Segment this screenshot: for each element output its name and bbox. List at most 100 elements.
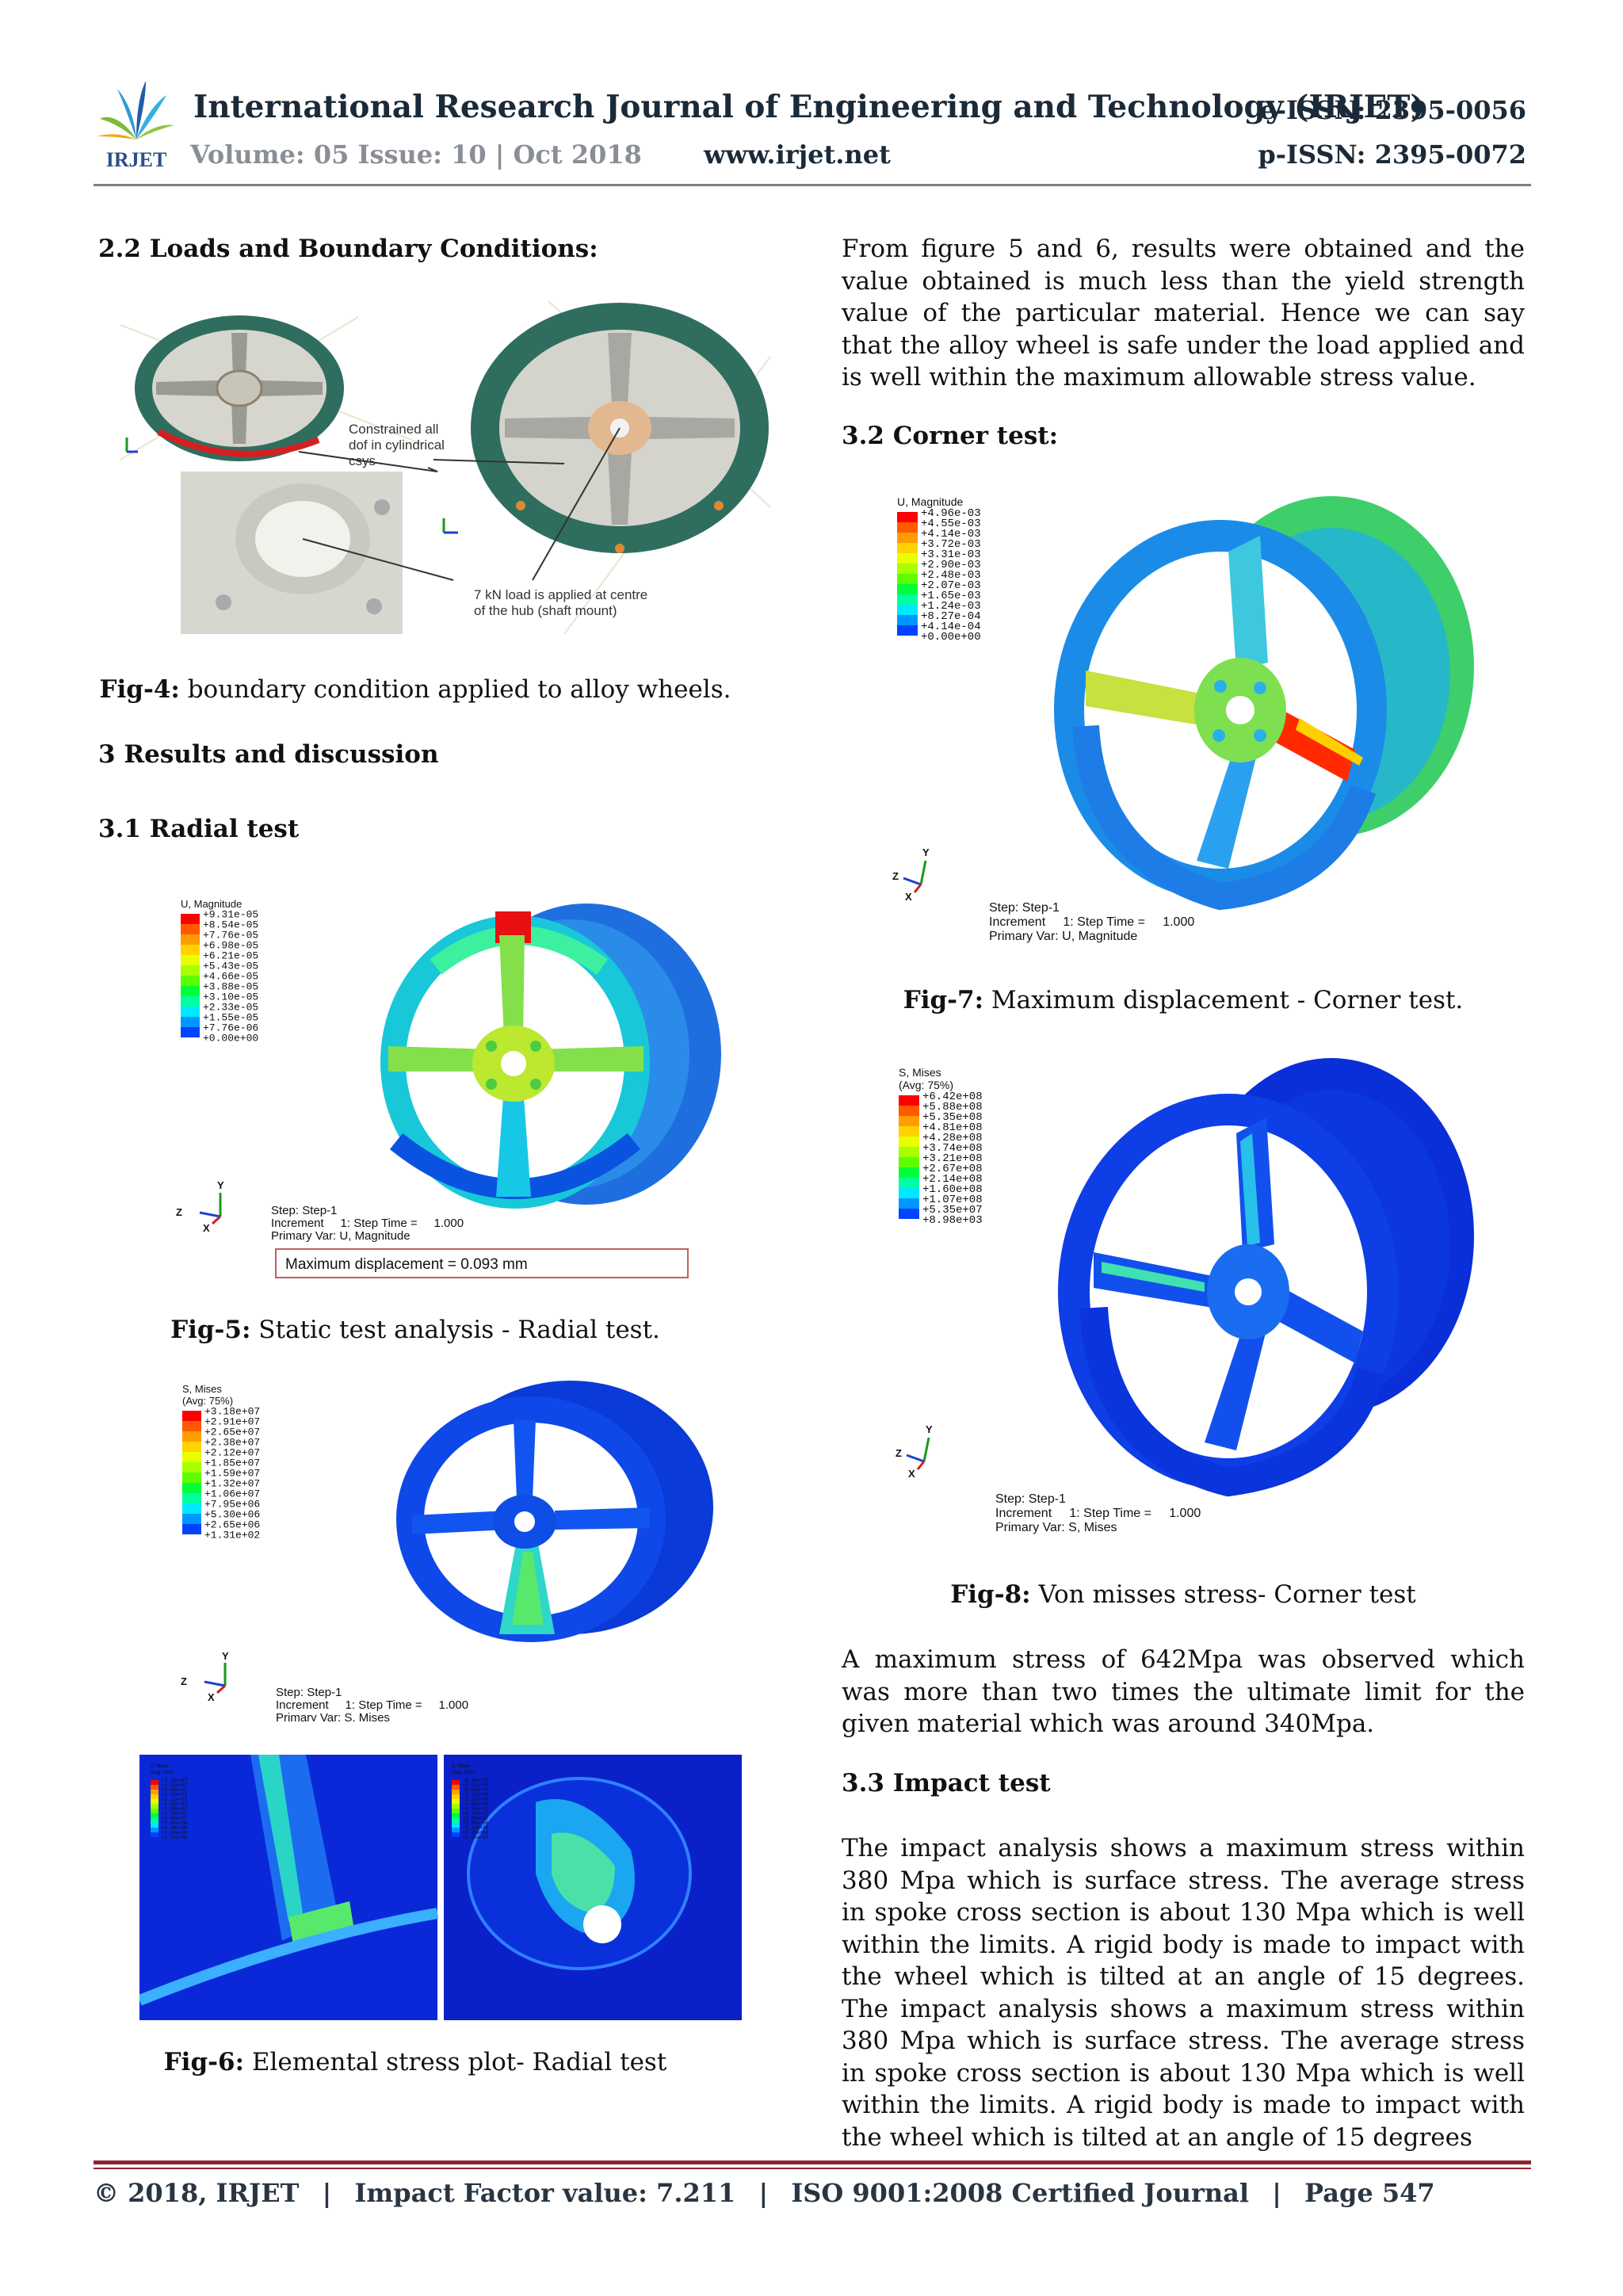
footer-divider-thin bbox=[94, 2168, 1531, 2169]
fig6-closeup-legend-swatch bbox=[151, 1809, 158, 1813]
fig5-legend-swatch bbox=[181, 934, 200, 945]
fig6-closeup-legend-swatch bbox=[151, 1794, 158, 1799]
fig5-legend-value: +9.31e-05 bbox=[203, 909, 258, 921]
footer-divider-thick bbox=[94, 2160, 1531, 2164]
fig6-axis-x: X bbox=[208, 1691, 215, 1703]
fig5-legend-value: +0.00e+00 bbox=[203, 1033, 258, 1045]
fig6-closeup-legend-value: +3.18e+07 bbox=[162, 1778, 188, 1783]
fig6-legend-value: +7.95e+06 bbox=[204, 1499, 260, 1511]
paragraph-corner-stress: A maximum stress of 642Mpa was observed … bbox=[842, 1645, 1525, 1738]
fig6-closeup-legend-2: S, Mises(Avg: 75%)+3.18e+07+2.91e+07+2.6… bbox=[452, 1764, 489, 1840]
fig6-closeup-legend-value: +7.95e+06 bbox=[162, 1820, 188, 1826]
section-heading-3-3: 3.3 Impact test bbox=[842, 1769, 1051, 1797]
fig6-closeup-legend-swatch bbox=[151, 1799, 158, 1804]
fig7-axis-y: Y bbox=[922, 846, 930, 858]
fig5-legend-value: +3.10e-05 bbox=[203, 991, 258, 1003]
fig6-closeup-legend-swatch bbox=[151, 1818, 158, 1823]
fig8-step-line-3: Primary Var: S, Mises bbox=[995, 1521, 1117, 1534]
fig4-boundary-image: Constrained all dof in cylindrical csys … bbox=[120, 301, 778, 634]
fig7-legend-value: +0.00e+00 bbox=[921, 631, 981, 644]
fig8-legend-value: +3.74e+08 bbox=[922, 1142, 983, 1155]
fig7-legend-swatch bbox=[897, 553, 918, 563]
fig6-legend-value: +3.18e+07 bbox=[204, 1406, 260, 1418]
fig5-legend-value: +8.54e-05 bbox=[203, 919, 258, 931]
volume-issue: Volume: 05 Issue: 10 | Oct 2018 bbox=[190, 139, 642, 170]
fig6-legend-swatch bbox=[182, 1462, 201, 1473]
fig5-legend-swatch bbox=[181, 1007, 200, 1017]
fig8-legend-value: +3.21e+08 bbox=[922, 1152, 983, 1165]
journal-website[interactable]: www.irjet.net bbox=[704, 139, 891, 170]
fig6-legend-value: +5.30e+06 bbox=[204, 1509, 260, 1521]
fig7-legend-swatch bbox=[897, 594, 918, 605]
fig7-legend-value: +4.14e-04 bbox=[921, 621, 981, 633]
fig7-caption: Fig-7: Maximum displacement - Corner tes… bbox=[842, 986, 1525, 1014]
fig5-radial-displacement-image: U, Magnitude+9.31e-05+8.54e-05+7.76e-05+… bbox=[158, 888, 729, 1284]
fig5-legend-swatch bbox=[181, 976, 200, 986]
fig7-step-line-3: Primary Var: U, Magnitude bbox=[989, 930, 1137, 943]
fig6-closeup-legend-swatch bbox=[151, 1832, 158, 1837]
fig7-legend-swatch bbox=[897, 625, 918, 636]
small-wheel bbox=[135, 315, 344, 461]
fig6-closeup-legend-2-value: +3.18e+07 bbox=[463, 1778, 489, 1783]
fig7-legend-swatch bbox=[897, 584, 918, 594]
fig6-step-line-3: Primary Var: S, Mises bbox=[276, 1711, 390, 1721]
fig6-legend-swatch bbox=[182, 1483, 201, 1493]
fig8-axis-y: Y bbox=[926, 1423, 933, 1435]
fig6-closeup-legend-2-value: +2.65e+07 bbox=[463, 1787, 489, 1793]
fig6-closeup-legend-title: (Avg: 75%) bbox=[151, 1771, 174, 1775]
irjet-logo: IRJET bbox=[94, 78, 179, 173]
fig7-legend-swatch bbox=[897, 605, 918, 615]
fig5-legend: U, Magnitude+9.31e-05+8.54e-05+7.76e-05+… bbox=[181, 898, 258, 1045]
fig8-legend-swatch bbox=[899, 1137, 919, 1147]
fig5-caption-label: Fig-5: bbox=[170, 1316, 251, 1344]
fig6-closeup-legend-2-swatch bbox=[452, 1818, 460, 1823]
fig6-closeup-legend-value: +2.65e+07 bbox=[162, 1787, 188, 1793]
fig6-closeup-legend-2-swatch bbox=[452, 1785, 460, 1790]
fig6-closeup-legend-2-value: +1.06e+07 bbox=[463, 1816, 489, 1821]
fig6-closeup-legend-value: +2.65e+06 bbox=[162, 1830, 188, 1836]
fig5-legend-swatch bbox=[181, 955, 200, 965]
fig5-legend-value: +6.98e-05 bbox=[203, 940, 258, 952]
fig6-legend-value: +2.65e+07 bbox=[204, 1427, 260, 1438]
fig6-legend-value: +2.12e+07 bbox=[204, 1447, 260, 1459]
fig6-legend-swatch bbox=[182, 1431, 201, 1442]
fig8-legend-swatch bbox=[899, 1198, 919, 1209]
fig6-closeup-legend-swatch bbox=[151, 1813, 158, 1818]
fig7-step-line-2: Increment 1: Step Time = 1.000 bbox=[989, 915, 1194, 929]
fig6-closeup-legend-2-value: +1.32e+07 bbox=[463, 1811, 489, 1817]
fig8-legend-value: +5.35e+07 bbox=[922, 1204, 983, 1217]
fig6-step-line-2: Increment 1: Step Time = 1.000 bbox=[276, 1698, 468, 1712]
fig6-closeup-legend-2-swatch bbox=[452, 1828, 460, 1832]
fig6-legend-value: +1.06e+07 bbox=[204, 1488, 260, 1500]
fig8-legend-value: +8.98e+03 bbox=[922, 1214, 983, 1227]
fig8-legend-value: +6.42e+08 bbox=[922, 1091, 983, 1103]
fig6-legend-value: +2.38e+07 bbox=[204, 1437, 260, 1449]
fig4-caption: Fig-4: boundary condition applied to all… bbox=[98, 675, 732, 704]
logo-text: IRJET bbox=[106, 148, 167, 171]
fig6-legend-value: +2.91e+07 bbox=[204, 1416, 260, 1428]
fig8-legend-value: +2.14e+08 bbox=[922, 1173, 983, 1186]
fig8-legend-value: +5.35e+08 bbox=[922, 1111, 983, 1124]
fig6-closeup-legend-2-value: +1.31e+02 bbox=[463, 1835, 489, 1840]
fig6-closeup-legend: S, Mises(Avg: 75%)+3.18e+07+2.91e+07+2.6… bbox=[151, 1764, 188, 1840]
fig5-legend-value: +1.55e-05 bbox=[203, 1012, 258, 1024]
fig6-closeup-legend-title: S, Mises bbox=[151, 1764, 169, 1769]
fig7-legend-swatch bbox=[897, 512, 918, 522]
footer-separator: | bbox=[758, 2178, 769, 2208]
fig6-legend-swatch bbox=[182, 1411, 201, 1421]
fig5-legend-value: +7.76e-06 bbox=[203, 1022, 258, 1034]
fig6-closeup-legend-2-value: +2.91e+07 bbox=[463, 1782, 489, 1788]
fig6-closeup-legend-value: +1.59e+07 bbox=[162, 1806, 188, 1812]
fig5-step-line-3: Primary Var: U, Magnitude bbox=[271, 1229, 411, 1243]
fig6-legend-value: +1.31e+02 bbox=[204, 1530, 260, 1541]
journal-title: International Research Journal of Engine… bbox=[193, 89, 1425, 125]
fig6-element-closeups: S, Mises(Avg: 75%)+3.18e+07+2.91e+07+2.6… bbox=[139, 1755, 742, 2020]
fig6-closeup-legend-2-swatch bbox=[452, 1813, 460, 1818]
fig8-legend-value: +4.81e+08 bbox=[922, 1121, 983, 1134]
fig6-closeup-legend-2-value: +1.85e+07 bbox=[463, 1801, 489, 1807]
fig8-legend-swatch bbox=[899, 1178, 919, 1188]
fig7-legend-swatch bbox=[897, 522, 918, 533]
footer-copyright: © 2018, IRJET bbox=[94, 2178, 300, 2208]
section-heading-3-2: 3.2 Corner test: bbox=[842, 422, 1059, 450]
fig6-legend-title: (Avg: 75%) bbox=[182, 1395, 233, 1407]
